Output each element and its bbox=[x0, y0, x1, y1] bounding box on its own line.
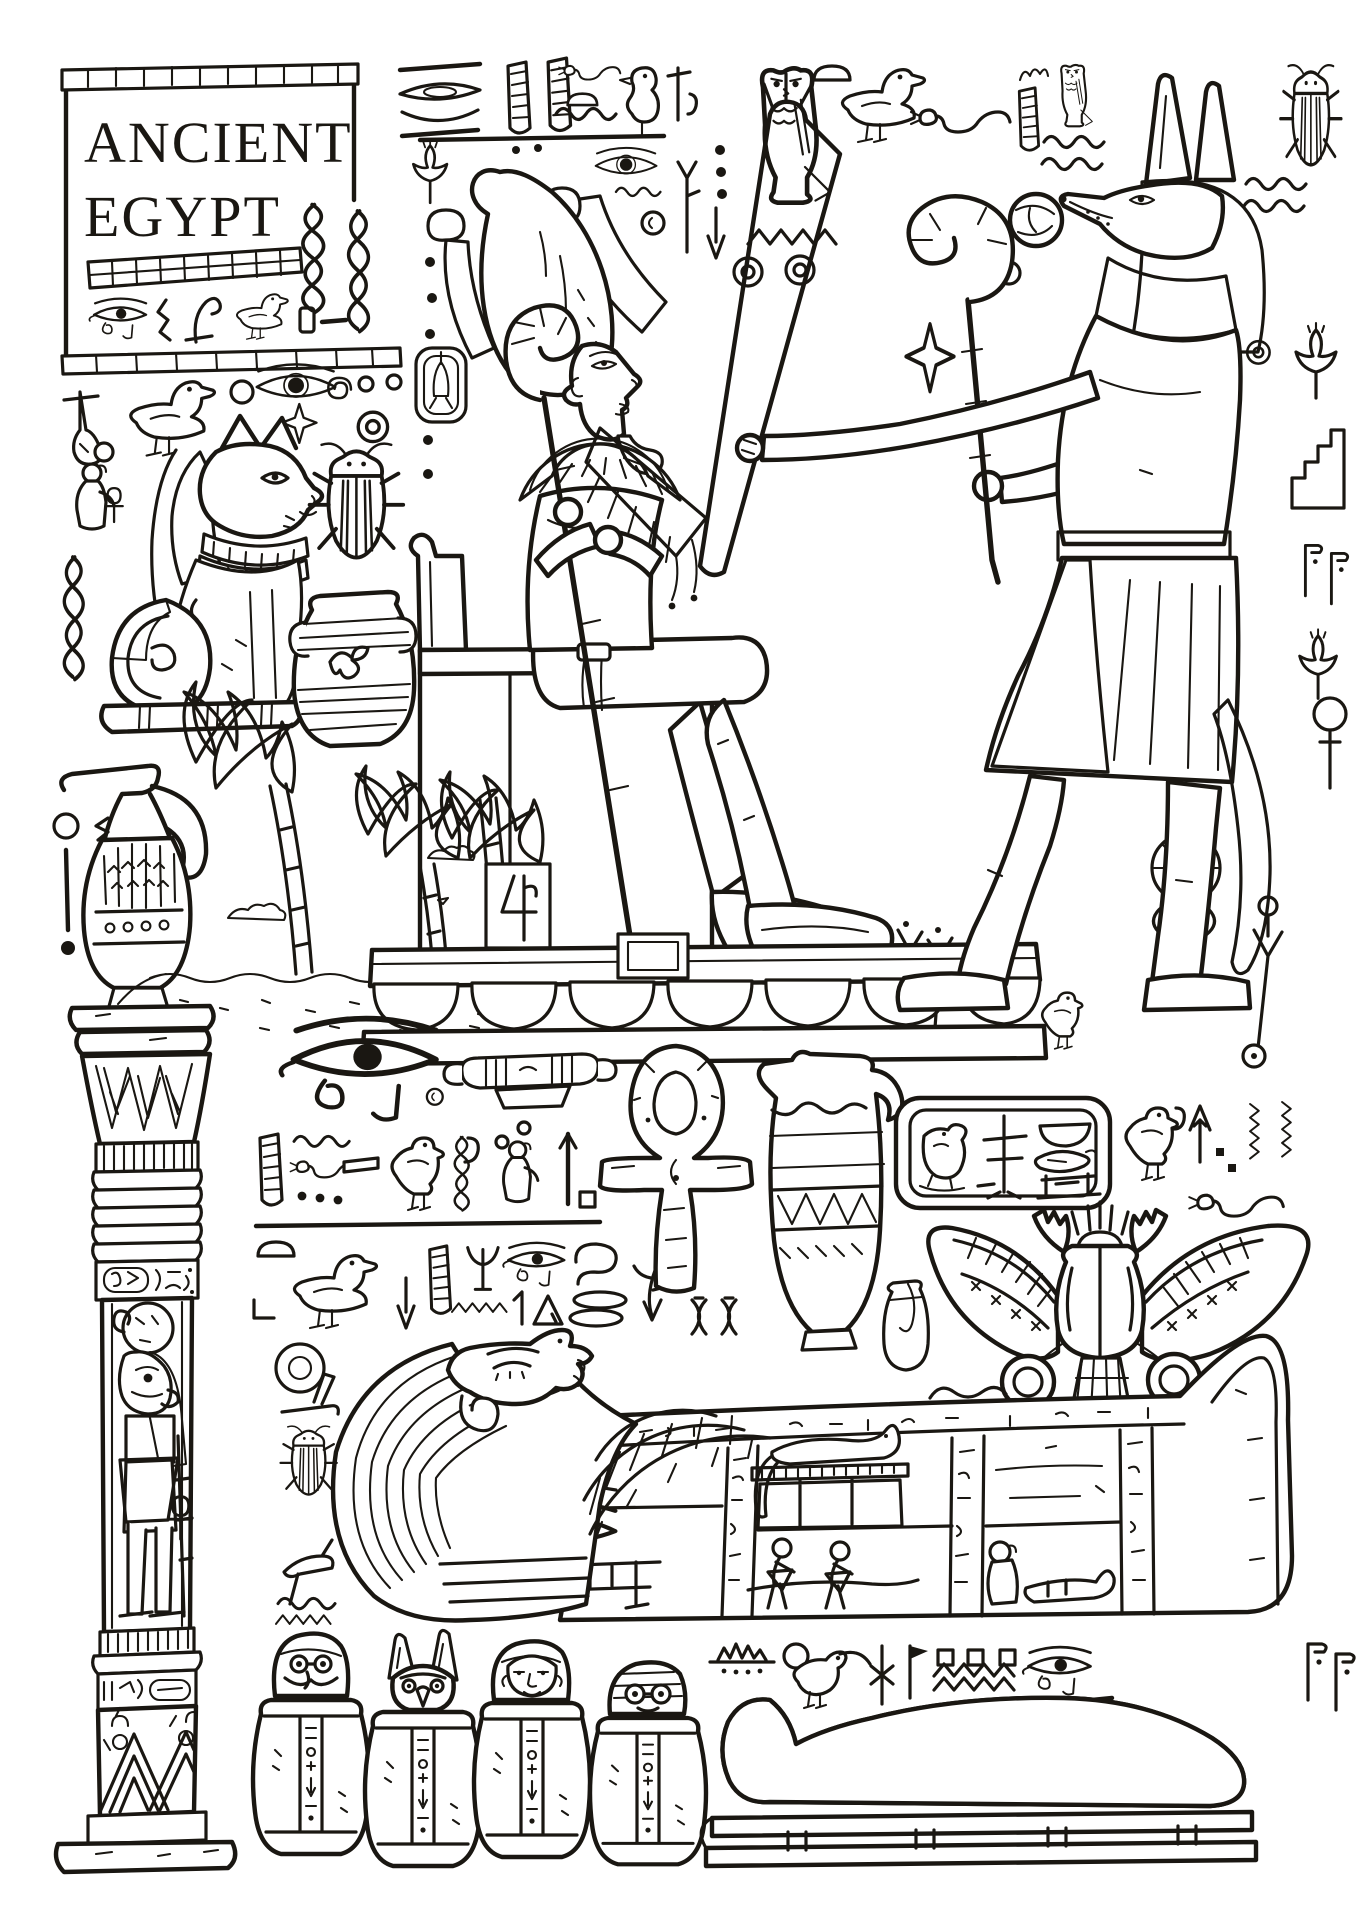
panel-anubis-shrine bbox=[750, 1423, 910, 1530]
anubis-head bbox=[1058, 180, 1226, 260]
broad-collar bbox=[582, 1408, 772, 1540]
spouted-jug bbox=[756, 1049, 905, 1352]
title-glyph-row bbox=[88, 293, 349, 344]
mini-vase bbox=[882, 1279, 930, 1372]
pharaoh-head bbox=[330, 1327, 639, 1623]
osiris-collar bbox=[518, 437, 682, 502]
lotus-column bbox=[53, 1003, 238, 1875]
anubis-staff-fan bbox=[697, 72, 843, 578]
bastet-cat bbox=[99, 413, 325, 735]
wrapped-mummy bbox=[699, 1695, 1259, 1869]
hieroglyph-row-b bbox=[252, 1240, 738, 1336]
anubis-crook bbox=[906, 194, 1016, 585]
bottom-glyph-row bbox=[708, 1642, 1115, 1710]
canopic-jar-baboon bbox=[590, 1660, 706, 1864]
anubis-headdress bbox=[1128, 178, 1266, 354]
sarcophagus-lid bbox=[330, 1327, 1295, 1623]
osiris-torso bbox=[525, 485, 665, 653]
staircase-glyph-icon bbox=[1290, 428, 1346, 510]
amphora-vase bbox=[288, 589, 418, 749]
anubis-torso bbox=[1055, 313, 1243, 547]
mini-cartouche bbox=[414, 346, 468, 424]
panel-mourner-boat bbox=[986, 1540, 1116, 1606]
cartouche-plaque bbox=[893, 1095, 1236, 1211]
anubis-glyph-cluster bbox=[904, 63, 1106, 394]
anubis-tail bbox=[1212, 698, 1272, 976]
top-glyph-cluster bbox=[397, 56, 927, 288]
funerary-bier bbox=[699, 1809, 1259, 1869]
canopic-jar-falcon bbox=[253, 1631, 369, 1854]
throne-platform bbox=[359, 932, 1049, 1067]
anubis-figure bbox=[697, 72, 1272, 1051]
crook-and-flail bbox=[503, 303, 708, 939]
sarcophagus-side-glyphs bbox=[274, 1342, 340, 1625]
palm-crown-right2 bbox=[438, 770, 545, 864]
hieroglyph-row-a bbox=[253, 1120, 603, 1229]
anubis-ear bbox=[1143, 72, 1193, 187]
winged-scarab bbox=[882, 1200, 1311, 1430]
osiris-on-throne bbox=[349, 168, 1049, 1067]
ewer-pitcher bbox=[59, 763, 209, 1012]
panel-workers bbox=[746, 1537, 920, 1610]
ra-figure-panel bbox=[112, 1301, 194, 1618]
canopic-jars bbox=[253, 1628, 706, 1866]
canopic-jar-human bbox=[474, 1639, 590, 1857]
canopic-jar-jackal bbox=[365, 1628, 481, 1866]
title-line-2: EGYPT bbox=[84, 184, 281, 249]
palm-crown-left bbox=[182, 680, 297, 794]
cat-row-glyphs bbox=[129, 363, 403, 458]
mirror-glyph-icon bbox=[1312, 696, 1348, 732]
left-margin-glyphs bbox=[52, 390, 124, 955]
palm-crown-right bbox=[354, 764, 462, 860]
throne-back bbox=[408, 532, 469, 655]
ankh-cross bbox=[597, 1043, 755, 1294]
title-line-1: ANCIENT bbox=[84, 110, 353, 175]
platter-glyph bbox=[425, 1052, 618, 1110]
